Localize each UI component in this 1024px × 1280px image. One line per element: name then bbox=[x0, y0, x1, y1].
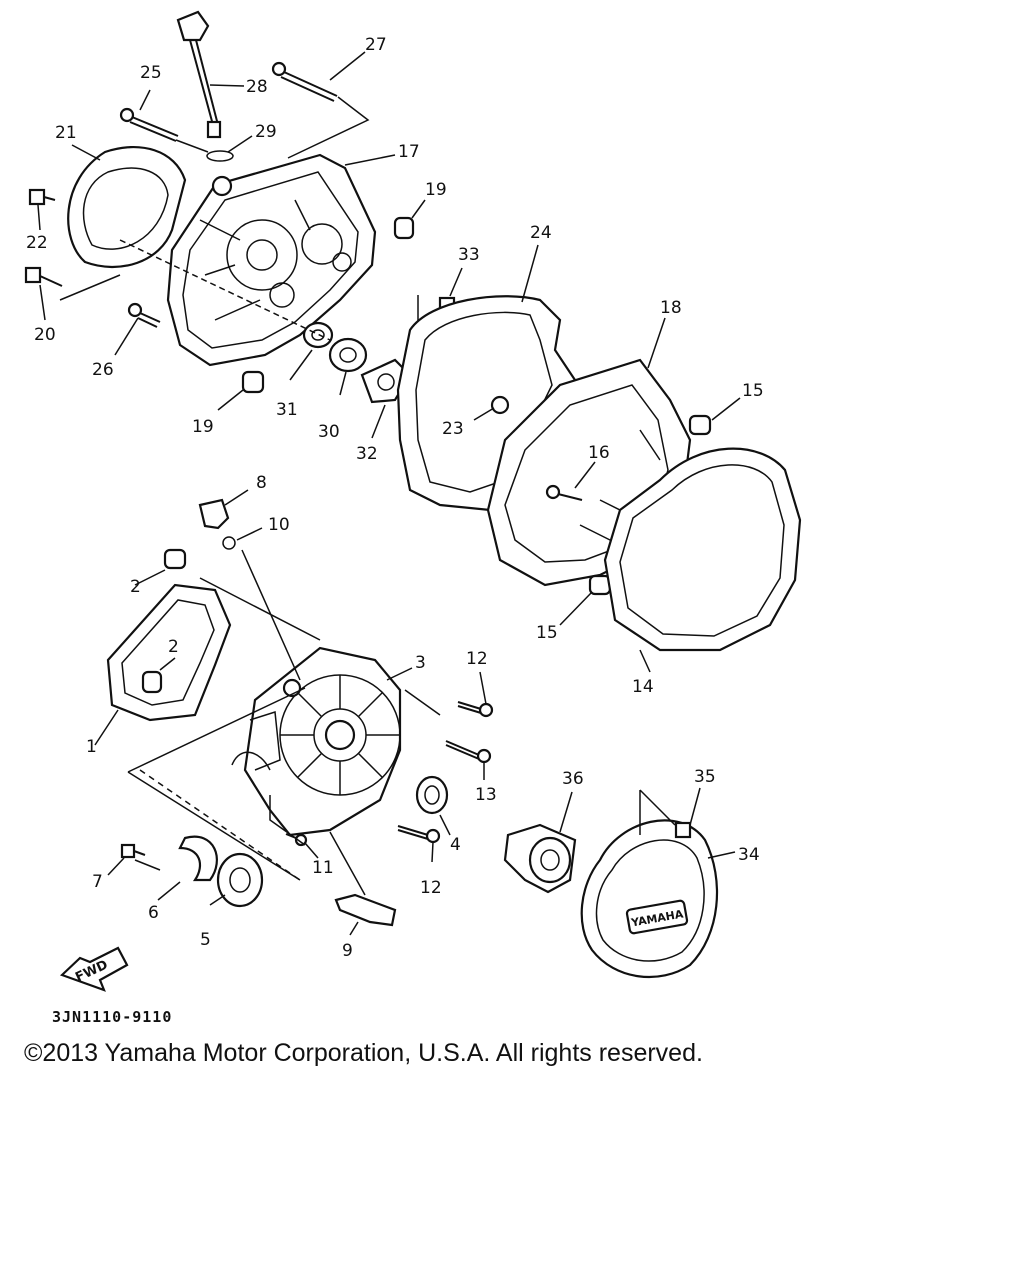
callout-34: 34 bbox=[738, 845, 760, 865]
upper-dash-line bbox=[119, 239, 331, 341]
callout-29: 29 bbox=[255, 122, 277, 142]
callout-19b: 19 bbox=[192, 417, 214, 437]
parts-diagram: YAMAHA FWD 2 2 1 3 4 5 6 7 8 9 10 11 12 bbox=[24, 10, 802, 992]
callout-15b: 15 bbox=[536, 623, 558, 643]
plate-9 bbox=[334, 893, 397, 927]
fwd-arrow: FWD bbox=[59, 946, 129, 992]
copyright-notice: ©2013 Yamaha Motor Corporation, U.S.A. A… bbox=[24, 1039, 703, 1067]
bearing-30 bbox=[328, 337, 368, 373]
callout-30: 30 bbox=[318, 422, 340, 442]
callout-24: 24 bbox=[530, 223, 552, 243]
callout-7: 7 bbox=[92, 872, 103, 892]
bolt-26 bbox=[127, 302, 161, 328]
screw-20 bbox=[24, 266, 63, 287]
bolt-25 bbox=[119, 107, 179, 142]
crank-cap-36 bbox=[503, 823, 577, 894]
callout-13: 13 bbox=[475, 785, 497, 805]
bolt-27 bbox=[271, 61, 338, 102]
callout-23: 23 bbox=[442, 419, 464, 439]
callout-32: 32 bbox=[356, 444, 378, 464]
callout-12b: 12 bbox=[420, 878, 442, 898]
dowel-15-top bbox=[688, 414, 712, 436]
bolt-13 bbox=[445, 740, 492, 764]
gasket-1 bbox=[106, 583, 232, 722]
callout-14: 14 bbox=[632, 677, 654, 697]
callout-22: 22 bbox=[26, 233, 48, 253]
callout-16: 16 bbox=[588, 443, 610, 463]
bolt-12-top bbox=[457, 701, 494, 718]
callout-12a: 12 bbox=[466, 649, 488, 669]
callout-10: 10 bbox=[268, 515, 290, 535]
right-assembly-lines bbox=[639, 789, 676, 835]
bolt-12-bottom bbox=[397, 825, 441, 844]
dipstick-28 bbox=[176, 10, 222, 139]
callout-19a: 19 bbox=[425, 180, 447, 200]
oil-seal-4 bbox=[415, 775, 449, 815]
o-ring-29 bbox=[206, 150, 234, 162]
callout-20: 20 bbox=[34, 325, 56, 345]
callouts: 2 2 1 3 4 5 6 7 8 9 10 11 12 13 12 14 15… bbox=[26, 35, 764, 961]
callout-33: 33 bbox=[458, 245, 480, 265]
diagram-code: 3JN1110-9110 bbox=[52, 1008, 173, 1026]
callout-18: 18 bbox=[660, 298, 682, 318]
plug-8 bbox=[198, 498, 230, 530]
cover-plate-21 bbox=[67, 145, 187, 269]
callout-35: 35 bbox=[694, 767, 716, 787]
callout-2b: 2 bbox=[168, 637, 179, 657]
bolt-16 bbox=[545, 484, 583, 501]
lower-assembly-lines bbox=[127, 549, 441, 896]
callout-2a: 2 bbox=[130, 577, 141, 597]
callout-21: 21 bbox=[55, 123, 77, 143]
gasket-14-inner bbox=[619, 464, 785, 637]
dowel-pin-19-top bbox=[393, 216, 415, 240]
callout-3: 3 bbox=[415, 653, 426, 673]
o-ring-10 bbox=[222, 536, 236, 550]
gasket-1-inner bbox=[121, 599, 215, 706]
callout-27: 27 bbox=[365, 35, 387, 55]
callout-9: 9 bbox=[342, 941, 353, 961]
bearing-5 bbox=[216, 852, 264, 908]
callout-28: 28 bbox=[246, 77, 268, 97]
callout-11: 11 bbox=[312, 858, 334, 878]
callout-17: 17 bbox=[398, 142, 420, 162]
dowel-2-bottom bbox=[141, 670, 163, 694]
callout-1: 1 bbox=[86, 737, 97, 757]
callout-31: 31 bbox=[276, 400, 298, 420]
callout-36: 36 bbox=[562, 769, 584, 789]
callout-8: 8 bbox=[256, 473, 267, 493]
dowel-2-top bbox=[163, 548, 187, 570]
screw-22 bbox=[28, 188, 56, 206]
callout-5: 5 bbox=[200, 930, 211, 950]
dowel-23 bbox=[490, 395, 510, 415]
callout-15a: 15 bbox=[742, 381, 764, 401]
crankcase-cover-17 bbox=[166, 153, 377, 367]
callout-25: 25 bbox=[140, 63, 162, 83]
gasket-24-inner bbox=[415, 311, 553, 493]
clutch-cover-3 bbox=[231, 646, 402, 837]
dowel-15-bottom bbox=[588, 574, 612, 596]
bolt-35 bbox=[674, 821, 692, 839]
half-ring-6 bbox=[178, 835, 218, 882]
callout-6: 6 bbox=[148, 903, 159, 923]
callout-4: 4 bbox=[450, 835, 461, 855]
upper-assembly-lines bbox=[59, 96, 419, 330]
dowel-pin-19-bottom bbox=[241, 370, 265, 394]
screw-7 bbox=[120, 843, 146, 859]
oil-seal-31 bbox=[302, 321, 334, 349]
callout-26: 26 bbox=[92, 360, 114, 380]
gasket-14 bbox=[603, 447, 802, 652]
generator-cover-34: YAMAHA bbox=[580, 819, 719, 979]
